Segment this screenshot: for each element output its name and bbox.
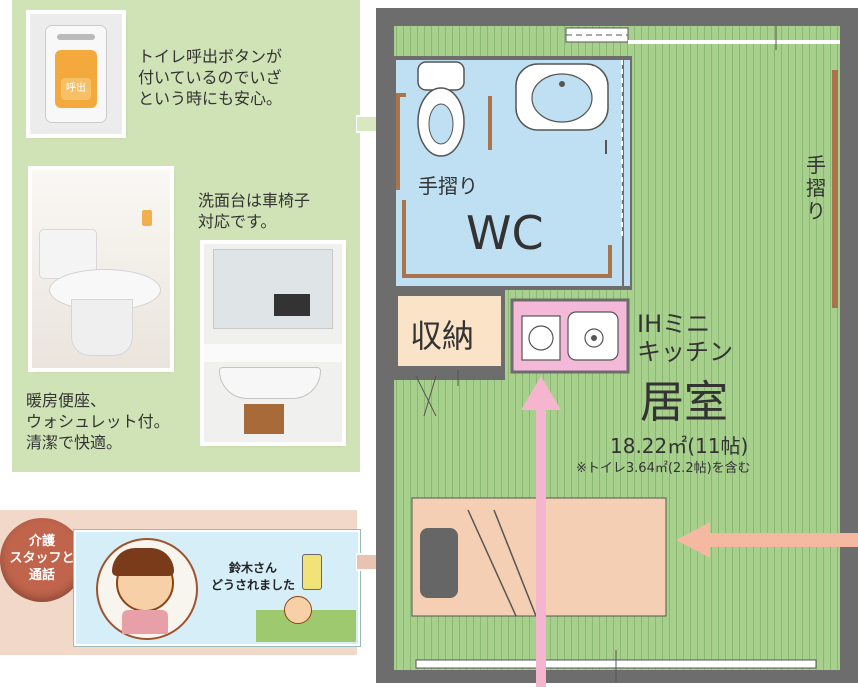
wc-handrail-label: 手摺り xyxy=(418,174,478,198)
call-button-photo: 呼出 xyxy=(30,14,122,134)
wc-label: WC xyxy=(466,206,544,260)
sink-photo xyxy=(204,244,342,442)
sink-caption: 洗面台は車椅子 対応です。 xyxy=(198,191,311,231)
room-area: 18.22㎡(11帖) xyxy=(610,434,749,458)
right-handrail-label: 手 摺 り xyxy=(806,153,826,223)
storage-room xyxy=(398,296,501,366)
room-area-note: ※トイレ3.64㎡(2.2帖)を含む xyxy=(576,461,751,476)
handrail-right xyxy=(832,70,838,308)
room-label: 居室 xyxy=(640,377,728,428)
arrow-to-kitchen xyxy=(536,400,546,687)
toilet-photo xyxy=(32,170,170,368)
toilet-caption: 暖房便座、 ウォシュレット付。 清潔で快適。 xyxy=(26,391,170,452)
floor-plan xyxy=(376,8,858,687)
intercom-unit xyxy=(420,528,458,598)
arrow-to-bed xyxy=(706,533,858,547)
storage-label: 収納 xyxy=(410,317,475,355)
intercom-cartoon: 鈴木さん どうされました xyxy=(74,530,360,646)
call-button-caption: トイレ呼出ボタンが 付いているのでいざ という時にも安心。 xyxy=(138,47,283,108)
kitchen-label: IHミニ キッチン xyxy=(637,310,733,366)
staff-call-badge xyxy=(0,518,84,602)
staff-call-badge-text: 介護 スタッフと 通話 xyxy=(9,534,75,583)
call-button-label: 呼出 xyxy=(61,78,91,100)
cartoon-speech: 鈴木さん どうされました xyxy=(210,561,295,592)
